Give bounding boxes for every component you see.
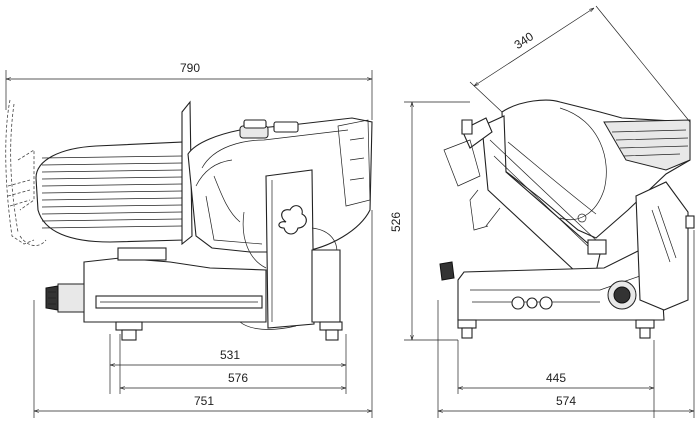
carriage-slope [443, 115, 607, 273]
carriage-rib [41, 204, 183, 208]
carriage-rib [41, 225, 183, 229]
dim-side-feet: 445 [546, 371, 566, 385]
carriage-rib [41, 176, 183, 180]
front-view: 790 531 576 751 [5, 61, 373, 418]
dim-feet-outer: 576 [228, 371, 248, 385]
dim-overall-width: 790 [180, 61, 200, 75]
carriage-rib [41, 197, 183, 201]
side-base [439, 181, 695, 339]
carriage-rib [41, 211, 183, 215]
carriage-rib [41, 169, 183, 173]
front-dimensions [5, 70, 373, 418]
side-view: 526 340 445 574 [389, 5, 695, 418]
front-base [45, 247, 343, 341]
carriage-rib [41, 190, 183, 194]
blade-housing [501, 99, 691, 239]
carriage-rib [41, 155, 183, 159]
dim-depth: 574 [556, 394, 576, 408]
carriage-plate [181, 100, 193, 246]
product-carriage [35, 141, 185, 243]
carriage-rib [41, 218, 183, 222]
dim-blade: 340 [512, 29, 537, 52]
dim-base-width: 751 [194, 394, 214, 408]
side-dimensions [404, 5, 695, 418]
carriage-rib [41, 183, 183, 187]
dim-height: 526 [389, 212, 403, 232]
pusher-handle-outline [5, 99, 47, 246]
dim-feet-inner: 531 [220, 348, 240, 362]
carriage-rib [41, 162, 183, 166]
